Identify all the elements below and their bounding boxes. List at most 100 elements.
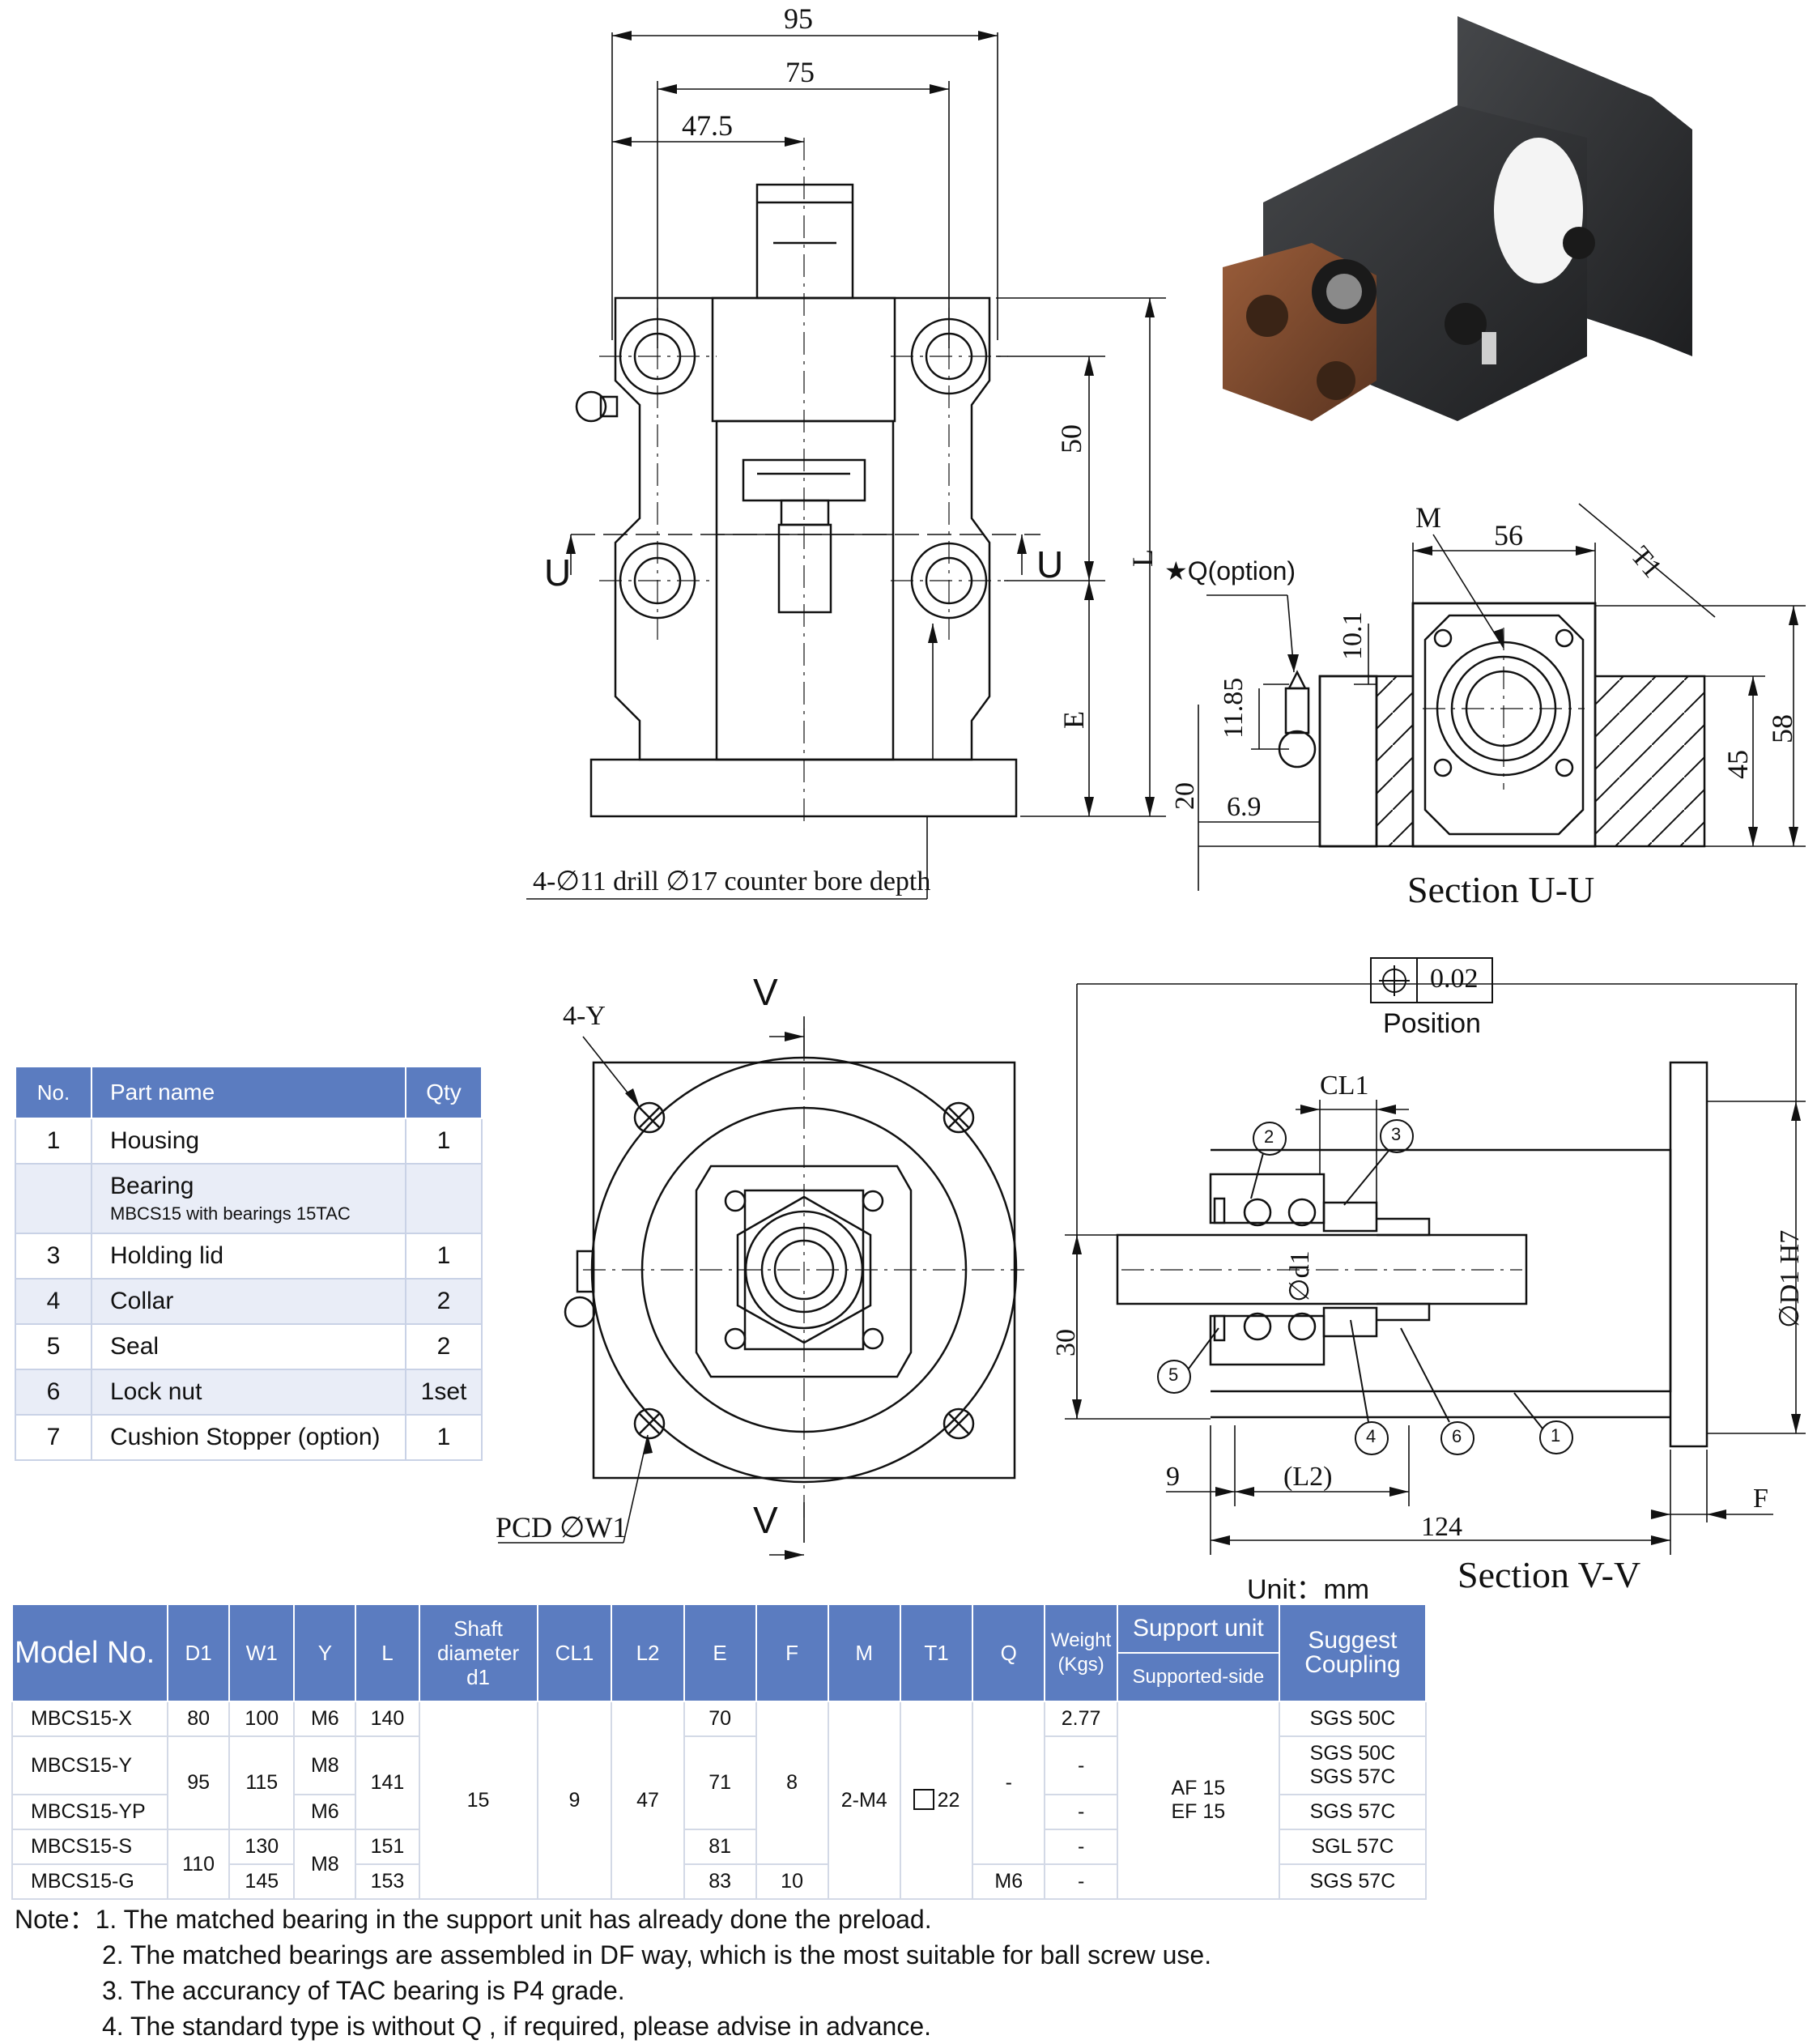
f-cell: 8	[755, 1701, 829, 1865]
tolerance-value: 0.02	[1430, 964, 1479, 994]
part-qty: 2	[405, 1323, 483, 1370]
weight-line2: (Kgs)	[1057, 1654, 1104, 1676]
part-qty	[405, 1163, 483, 1234]
weight-line1: Weight	[1050, 1629, 1112, 1651]
dim-58: 58	[1766, 714, 1798, 743]
q-cell: -	[972, 1701, 1046, 1865]
shaft-line3: d1	[466, 1665, 491, 1689]
spec-header-q: Q	[972, 1603, 1046, 1702]
section-vv-title: Section V-V	[1457, 1554, 1641, 1595]
spec-header-support: Support unit	[1116, 1603, 1280, 1654]
spec-header-f: F	[755, 1603, 829, 1702]
table-row: MBCS15-X 80 100 M6 140 15 9 47 70 8 2-M4…	[11, 1701, 1428, 1900]
q-option: ★Q(option)	[1164, 556, 1296, 586]
balloon-6: 6	[1452, 1426, 1462, 1446]
e-cell: 71	[683, 1735, 757, 1830]
t1-value: 22	[937, 1788, 960, 1812]
dim-50: 50	[1055, 424, 1087, 454]
f-cell: 10	[755, 1863, 829, 1900]
note-1: Note：1. The matched bearing in the suppo…	[15, 1905, 932, 1934]
model-cell: MBCS15-Y	[11, 1735, 168, 1795]
dim-30: 30	[1051, 1329, 1081, 1356]
y-cell: M6	[293, 1701, 357, 1737]
y-cell: M8	[293, 1735, 357, 1795]
table-row: MBCS15-G 145 153 83 10 M6 - SGS 57C	[11, 1863, 1428, 1900]
dim-75: 75	[785, 56, 815, 88]
part-qty: 2	[405, 1278, 483, 1325]
note-2: 2. The matched bearings are assembled in…	[102, 1940, 1212, 1969]
dim-d1: ∅d1	[1285, 1250, 1315, 1302]
e-cell: 83	[683, 1863, 757, 1900]
spec-header-supported-side: Supported-side	[1116, 1652, 1280, 1702]
shaft-cell: 15	[418, 1701, 538, 1900]
q-cell: M6	[972, 1863, 1046, 1900]
dim-9: 9	[1166, 1462, 1180, 1492]
section-uu-title: Section U-U	[1407, 869, 1595, 910]
spec-header-weight: Weight (Kgs)	[1044, 1603, 1118, 1702]
section-vv-outline	[1116, 1061, 1708, 1448]
dim-d1-h7: ∅D1 H7	[1775, 1229, 1805, 1328]
note-3: 3. The accurancy of TAC bearing is P4 gr…	[102, 1976, 625, 2005]
dim-56: 56	[1494, 519, 1523, 551]
coupling-cell: SGS 50C	[1278, 1701, 1428, 1737]
dim-47-5: 47.5	[682, 109, 733, 142]
part-qty: 1	[405, 1414, 483, 1461]
table-row: MBCS15-YP M6 - SGS 57C	[11, 1794, 1428, 1830]
t1-cell: 22	[899, 1701, 974, 1900]
part-no	[15, 1163, 92, 1234]
spec-header-t1: T1	[899, 1603, 974, 1702]
part-name: Lock nut	[91, 1369, 406, 1416]
section-mark-u-right: U	[1036, 543, 1064, 586]
weight-cell: -	[1044, 1794, 1118, 1830]
spec-header-shaft: Shaft diameter d1	[418, 1603, 538, 1702]
l-cell: 140	[355, 1701, 420, 1737]
technical-drawing	[498, 16, 1806, 1560]
balloon-2: 2	[1264, 1126, 1274, 1147]
l-cell: 151	[355, 1829, 420, 1865]
shaft-line1: Shaft	[453, 1616, 503, 1641]
notes: Note：1. The matched bearing in the suppo…	[15, 1901, 1211, 2044]
coupling-line1: Suggest	[1308, 1627, 1398, 1654]
d1-cell: 80	[166, 1701, 231, 1737]
part-no: 1	[15, 1118, 92, 1165]
table-row: Bearing MBCS15 with bearings 15TAC	[15, 1163, 483, 1234]
parts-header-qty: Qty	[405, 1066, 483, 1119]
w1-cell: 100	[228, 1701, 296, 1737]
d1-cell: 95	[166, 1735, 231, 1830]
cl1-cell: 9	[536, 1701, 613, 1900]
part-subnote: MBCS15 with bearings 15TAC	[110, 1203, 351, 1224]
weight-cell: 2.77	[1044, 1701, 1118, 1737]
support-ef: EF 15	[1171, 1800, 1226, 1823]
e-cell: 70	[683, 1701, 757, 1737]
spec-header-l2: L2	[611, 1603, 685, 1702]
coupling-a: SGS 50C	[1309, 1742, 1396, 1765]
dim-l2: (L2)	[1283, 1462, 1333, 1492]
part-no: 6	[15, 1369, 92, 1416]
w1-cell: 130	[228, 1829, 296, 1865]
label-4y: 4-Y	[563, 1001, 606, 1031]
l-cell: 141	[355, 1735, 420, 1830]
spec-header-y: Y	[293, 1603, 357, 1702]
part-name: Housing	[91, 1118, 406, 1165]
dim-95: 95	[784, 2, 813, 35]
part-name: Holding lid	[91, 1233, 406, 1280]
spec-header-w1: W1	[228, 1603, 296, 1702]
parts-header-name: Part name	[91, 1066, 406, 1119]
model-cell: MBCS15-YP	[11, 1794, 168, 1830]
table-row: 7 Cushion Stopper (option) 1	[15, 1414, 483, 1461]
unit-label: Unit：mm	[1247, 1574, 1370, 1605]
table-row: 3 Holding lid 1	[15, 1233, 483, 1280]
d1-cell: 110	[166, 1829, 231, 1900]
part-qty: 1	[405, 1233, 483, 1280]
drill-note: 4-∅11 drill ∅17 counter bore depth	[533, 867, 931, 896]
shaft-line2: diameter	[436, 1641, 520, 1665]
coupling-cell: SGL 57C	[1278, 1829, 1428, 1865]
coupling-cell: SGS 57C	[1278, 1794, 1428, 1830]
part-qty: 1	[405, 1118, 483, 1165]
part-name: Collar	[91, 1278, 406, 1325]
coupling-line2: Coupling	[1304, 1651, 1401, 1678]
spec-header-m: M	[827, 1603, 901, 1702]
coupling-cell: SGS 57C	[1278, 1863, 1428, 1900]
dim-10-1: 10.1	[1338, 611, 1368, 661]
balloon-3: 3	[1391, 1124, 1402, 1144]
